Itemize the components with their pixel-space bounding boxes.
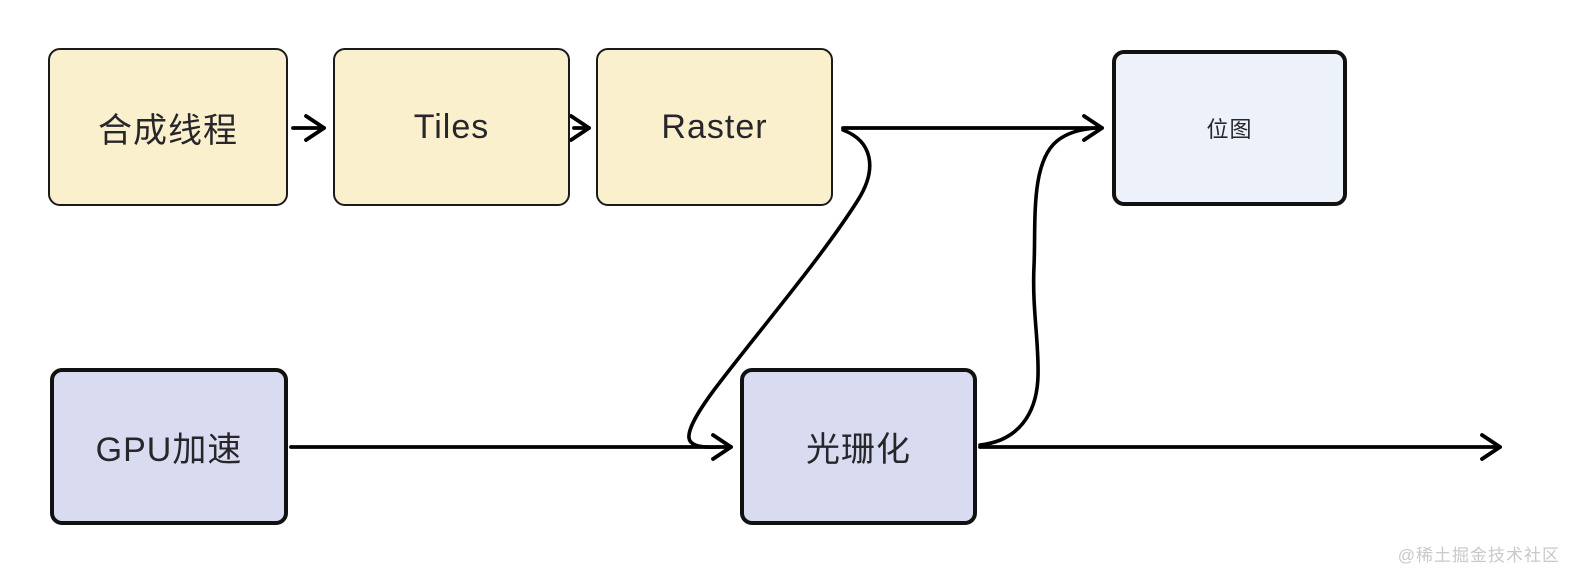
edge-raster-to-rasterize xyxy=(687,128,872,450)
node-raster: Raster xyxy=(596,48,833,206)
node-tiles-label: Tiles xyxy=(413,107,490,146)
juejin-watermark: @稀土掘金技术社区 xyxy=(1397,546,1560,565)
node-rasterization: 光珊化 xyxy=(740,368,977,525)
node-bitmap-label: 位图 xyxy=(1206,117,1253,142)
node-tiles: Tiles xyxy=(333,48,570,206)
node-rasterization-label: 光珊化 xyxy=(806,431,911,469)
node-gpu-acceleration: GPU加速 xyxy=(50,368,288,525)
node-raster-label: Raster xyxy=(661,107,768,146)
edge-rasterize-to-bitmap xyxy=(978,126,1098,447)
node-gpu-acceleration-label: GPU加速 xyxy=(95,431,243,469)
node-compositor-thread: 合成线程 xyxy=(48,48,288,206)
node-bitmap: 位图 xyxy=(1112,50,1347,206)
node-compositor-thread-label: 合成线程 xyxy=(98,111,238,150)
